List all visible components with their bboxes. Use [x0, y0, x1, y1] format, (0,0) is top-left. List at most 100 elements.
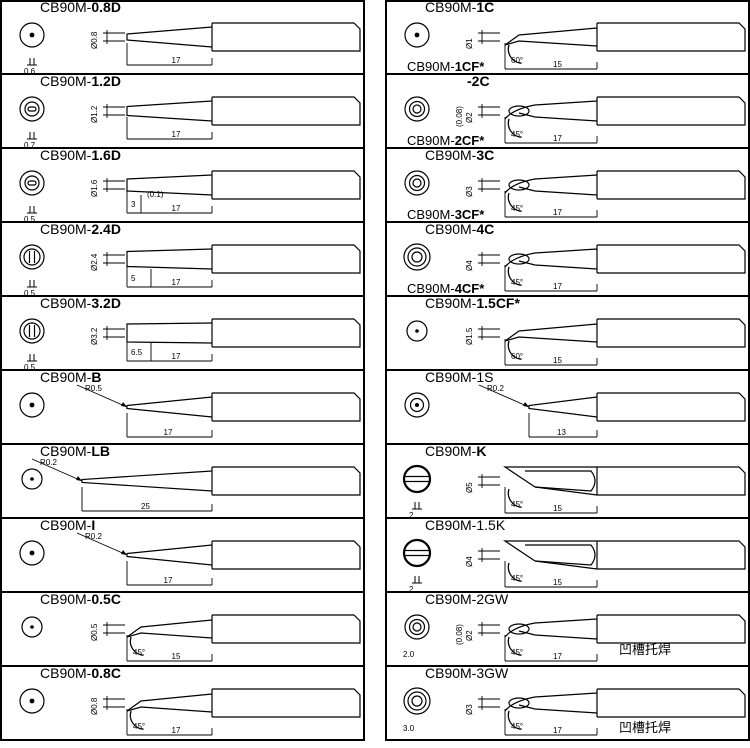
angle-label: 60°: [511, 352, 523, 361]
tip-end-view-icon: [19, 22, 45, 48]
diameter-tolerance-label: (0.08): [455, 624, 464, 645]
tip-model-prefix: CB90M-: [425, 295, 477, 311]
angle-arc-icon: [507, 340, 522, 360]
tip-model-prefix: CB90M-: [425, 443, 477, 459]
tip-end-view-icon: [21, 468, 43, 490]
length-dimension-line: [528, 413, 598, 438]
tip-variant-title: CB90M-2CF*: [407, 133, 484, 148]
diameter-label: Ø3.2: [90, 327, 99, 345]
length-label: 15: [553, 60, 562, 69]
face-width-label: 2: [409, 585, 414, 594]
tip-end-view-icon: [21, 616, 43, 638]
tip-end-view-icon: [19, 96, 45, 122]
tip-end-view-icon: [404, 96, 430, 122]
tip-end-view-icon: [403, 687, 431, 715]
length-label: 13: [557, 428, 566, 437]
tip-model-code: K: [476, 443, 487, 459]
diameter-mark-icon: [103, 30, 125, 44]
length-label: 15: [172, 652, 181, 661]
tip-model-prefix: CB90M-: [425, 369, 477, 385]
diameter-mark-icon: [103, 326, 125, 340]
face-width-label: 2.0: [403, 650, 415, 659]
diameter-mark-icon: [478, 178, 500, 192]
length-dimension-line: [504, 339, 598, 366]
tip-end-view-icon: [402, 538, 432, 568]
tip-title: CB90M-K: [425, 443, 486, 459]
tip-drawing: R0.517: [19, 384, 361, 438]
tip-title: CB90M-4C: [425, 221, 494, 237]
length-label: 15: [553, 356, 562, 365]
angle-arc-icon: [507, 710, 522, 730]
length-label: 17: [172, 56, 181, 65]
tip-variant-prefix: CB90M-: [407, 207, 455, 222]
tip-end-view-icon: [19, 540, 45, 566]
tip-model-prefix: CB90M-: [425, 221, 477, 237]
tip-end-view-icon: [19, 244, 45, 270]
diameter-label: Ø0.8: [90, 31, 99, 49]
diameter-mark-icon: [103, 104, 125, 118]
length-label: 17: [172, 278, 181, 287]
tip-model-code: 2GW: [476, 591, 509, 607]
face-width-label: 3.0: [403, 724, 415, 733]
length-dimension-line: [81, 487, 213, 512]
flat-width-icon: [27, 58, 37, 66]
diameter-mark-icon: [103, 252, 125, 266]
angle-label: 45°: [511, 130, 523, 139]
tip-model-prefix: CB90M-: [425, 517, 477, 533]
tip-model-prefix: CB90M-: [425, 591, 477, 607]
tip-side-view: [126, 392, 361, 422]
tip-drawing: R0.213: [404, 384, 746, 438]
tip-drawing: 0.7Ø1.217: [19, 96, 361, 150]
tip-model-code: -2C: [467, 73, 490, 89]
tip-model-prefix: CB90M-: [40, 369, 92, 385]
tip-side-view: [503, 540, 746, 570]
angle-arc-icon: [507, 192, 522, 212]
tip-model-code: LB: [91, 443, 111, 459]
diameter-tolerance-label: (0.08): [455, 106, 464, 127]
flat-width-icon: [27, 206, 37, 214]
tip-variant-prefix: CB90M-: [407, 59, 455, 74]
flat-width-icon: [412, 576, 422, 584]
tip-end-view-icon: [402, 464, 432, 494]
length-label: 15: [553, 578, 562, 587]
tip-side-view: [126, 170, 361, 200]
face-width-label: 2: [409, 511, 414, 520]
tip-model-prefix: CB90M-: [40, 221, 92, 237]
angle-label: 45°: [133, 648, 145, 657]
angle-arc-icon: [129, 636, 144, 656]
length-dimension-line: [504, 191, 598, 218]
flat-length-label: 3: [131, 200, 136, 209]
length-dimension-line: [126, 561, 213, 586]
tip-model-code: 2.4D: [91, 221, 121, 237]
angle-arc-icon: [507, 118, 522, 138]
tip-side-view: [126, 540, 361, 570]
tip-end-view-icon: [403, 243, 431, 271]
tip-model-code: 0.8D: [91, 0, 121, 15]
length-label: 17: [172, 726, 181, 735]
face-width-label: 0.6: [24, 67, 36, 76]
angle-label: 45°: [511, 500, 523, 509]
radius-label: R0.2: [85, 532, 102, 541]
tip-side-view: [528, 392, 746, 422]
radius-leader-arrow: [76, 532, 128, 556]
radius-label: R0.5: [85, 384, 102, 393]
tip-title: CB90M-1.5K: [425, 517, 505, 533]
tip-title: CB90M-1.5CF*: [425, 295, 520, 311]
tip-model-prefix: CB90M-: [40, 73, 92, 89]
flat-width-icon: [27, 280, 37, 288]
tip-variant-code: 3CF*: [454, 207, 485, 222]
